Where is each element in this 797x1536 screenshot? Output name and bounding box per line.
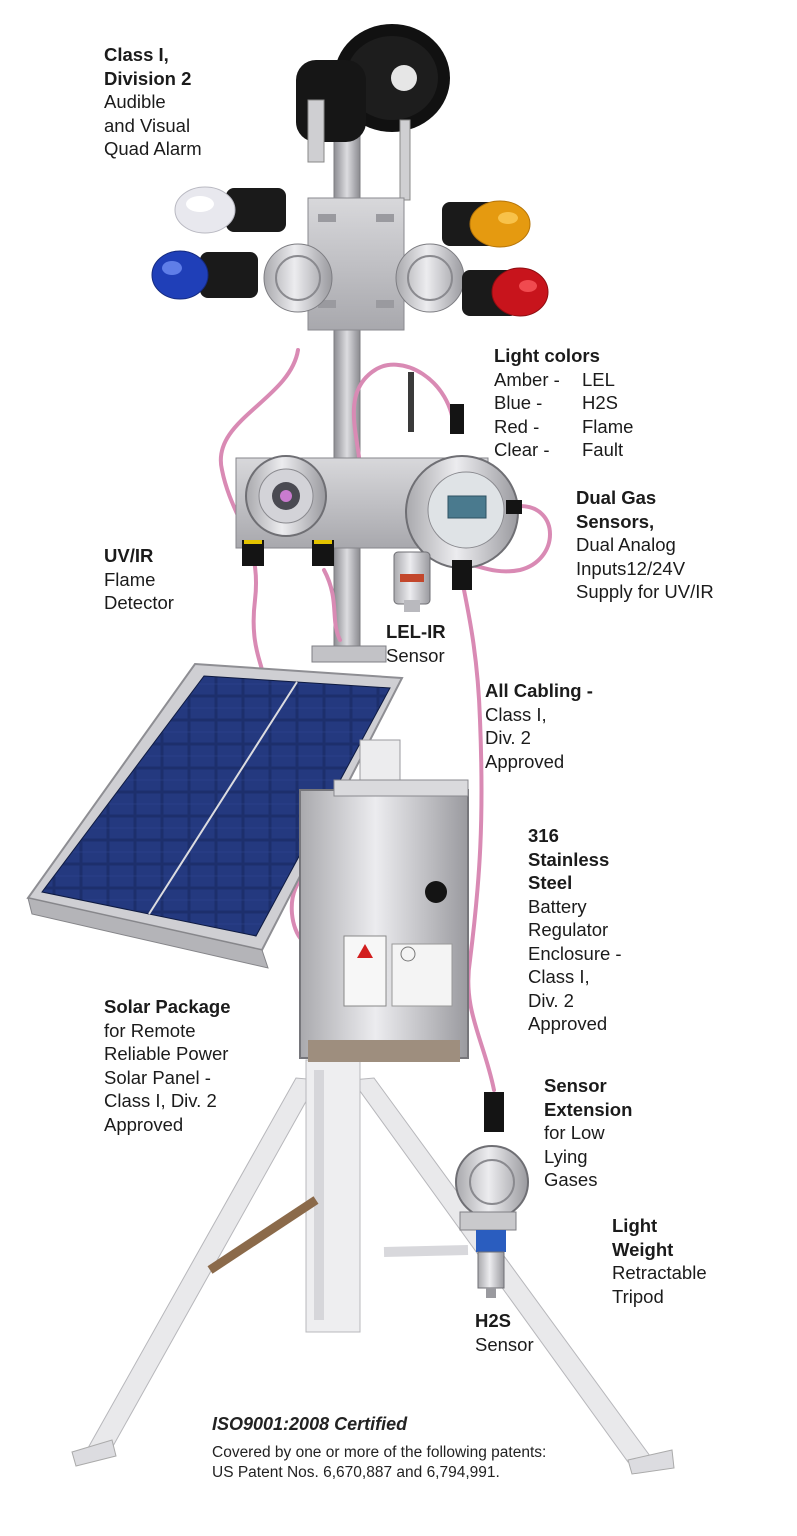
audible-alarm-horn <box>296 24 450 201</box>
callout-title-line: Sensors, <box>576 510 655 532</box>
callout-text-line: Reliable Power <box>104 1043 229 1064</box>
uv-ir-callout: UV/IR Flame Detector <box>104 544 174 615</box>
h2s-sensor-callout: H2S Sensor <box>475 1309 534 1356</box>
battery-regulator-enclosure <box>299 739 469 1062</box>
callout-title-line: Stainless <box>528 848 610 870</box>
solar-package-callout: Solar Package for Remote Reliable Power … <box>104 995 231 1136</box>
amber-beacon <box>442 200 531 248</box>
callout-title-line: Solar Package <box>104 996 231 1017</box>
callout-text-line: Audible <box>104 91 166 112</box>
tripod-callout: Light Weight Retractable Tripod <box>612 1214 707 1308</box>
light-color-meaning: Flame <box>582 415 634 437</box>
callout-title-line: Division 2 <box>104 67 192 89</box>
callout-text-line: Div. 2 <box>485 727 531 748</box>
cabling-callout: All Cabling - Class I, Div. 2 Approved <box>485 679 593 773</box>
light-color-name: Red - <box>494 415 540 437</box>
light-color-name: Clear - <box>494 439 550 460</box>
callout-text-line: Enclosure - <box>528 942 622 964</box>
callout-text-line: Retractable <box>612 1262 707 1283</box>
callout-text-line: Supply for UV/IR <box>576 581 714 602</box>
blue-beacon <box>151 250 258 300</box>
callout-text-line: Approved <box>485 750 565 772</box>
light-color-meaning: LEL <box>582 368 615 390</box>
callout-title-line: Steel <box>528 872 573 893</box>
callout-title-line: UV/IR <box>104 545 154 566</box>
callout-text-line: Dual Analog <box>576 534 676 555</box>
light-color-meaning: Fault <box>582 439 624 460</box>
light-colors-callout: Light colors Amber - LEL Blue - H2S Red … <box>494 344 633 462</box>
solar-panel <box>26 662 404 969</box>
callout-title-line: Sensor <box>544 1075 607 1096</box>
light-color-name: Blue - <box>494 392 543 413</box>
light-color-name: Amber - <box>494 368 560 390</box>
light-colors-title: Light colors <box>494 345 600 366</box>
light-color-meaning: H2S <box>582 392 618 413</box>
callout-text-line: Class I, <box>485 703 547 725</box>
callout-text-line: Tripod <box>612 1285 664 1307</box>
callout-title-line: 316 <box>528 825 559 846</box>
callout-title-line: All Cabling - <box>485 680 593 701</box>
stainless-enclosure-callout: 316 Stainless Steel Battery Regulator En… <box>528 824 622 1036</box>
callout-text-line: Battery <box>528 895 587 917</box>
callout-text-line: Flame <box>104 568 156 590</box>
clear-beacon <box>174 186 286 234</box>
callout-text-line: Regulator <box>528 919 609 940</box>
sensor-extension-callout: Sensor Extension for Low Lying Gases <box>544 1074 632 1192</box>
callout-title-line: Weight <box>612 1238 674 1260</box>
light-colors-table: Amber - LEL Blue - H2S Red - Flame Clear… <box>494 368 633 462</box>
callout-text-line: for Remote <box>104 1019 196 1041</box>
callout-text-line: and Visual <box>104 114 191 136</box>
callout-text-line: Detector <box>104 592 174 613</box>
callout-text-line: Solar Panel - <box>104 1066 211 1088</box>
callout-title-line: LEL-IR <box>386 621 446 642</box>
patent-notice-line-2: US Patent Nos. 6,670,887 and 6,794,991. <box>212 1464 500 1481</box>
callout-text-line: Quad Alarm <box>104 138 202 159</box>
lel-ir-callout: LEL-IR Sensor <box>386 620 446 667</box>
callout-title-line: Class I, <box>104 44 169 65</box>
uv-ir-flame-detector <box>242 455 334 566</box>
callout-title-line: Dual Gas <box>576 487 657 508</box>
callout-text-line: Sensor <box>386 644 445 666</box>
callout-text-line: for Low <box>544 1122 605 1143</box>
patent-notice-line-1: Covered by one or more of the following … <box>212 1444 547 1461</box>
callout-title-line: H2S <box>475 1310 511 1331</box>
callout-text-line: Inputs12/24V <box>576 557 686 579</box>
quad-alarm-callout: Class I, Division 2 Audible and Visual Q… <box>104 43 202 161</box>
callout-text-line: Class I, <box>528 966 590 987</box>
pink-cabling <box>218 348 552 1092</box>
sensor-extension <box>455 1092 529 1298</box>
callout-text-line: Gases <box>544 1169 598 1190</box>
callout-text-line: Lying <box>544 1145 588 1167</box>
callout-text-line: Sensor <box>475 1333 534 1355</box>
callout-title-line: Light <box>612 1215 658 1236</box>
dual-gas-sensor-controller <box>405 372 522 590</box>
callout-text-line: Div. 2 <box>528 989 574 1011</box>
callout-text-line: Approved <box>528 1013 608 1034</box>
callout-title-line: Extension <box>544 1098 633 1120</box>
callout-text-line: Approved <box>104 1113 184 1135</box>
dual-gas-callout: Dual Gas Sensors, Dual Analog Inputs12/2… <box>576 486 714 604</box>
iso-certification: ISO9001:2008 Certified <box>212 1414 408 1434</box>
callout-text-line: Class I, Div. 2 <box>104 1090 217 1111</box>
red-beacon <box>462 267 549 317</box>
lel-ir-sensor <box>393 551 431 612</box>
